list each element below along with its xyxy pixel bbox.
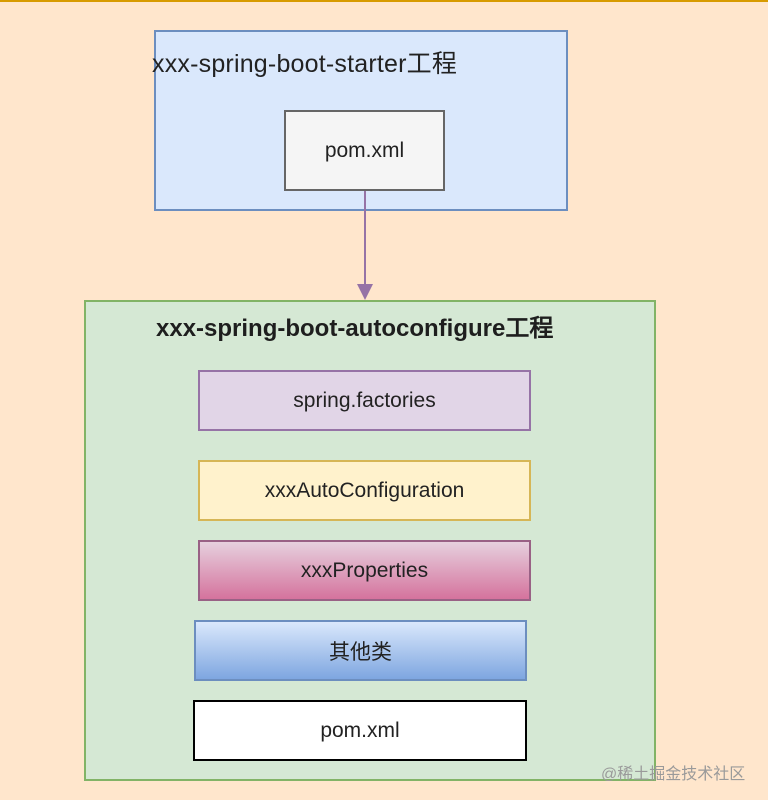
watermark: @稀土掘金技术社区 (601, 766, 746, 783)
spring-factories-label: spring.factories (293, 388, 436, 412)
autoconfigure-project-title: xxx-spring-boot-autoconfigure工程 (156, 315, 554, 342)
other-classes-node[interactable]: 其他类 (194, 620, 527, 681)
starter-pom-label: pom.xml (324, 138, 405, 162)
properties-label: xxxProperties (300, 558, 429, 582)
starter-project-title: xxx-spring-boot-starter工程 (152, 50, 458, 78)
autoconfigure-pom-label: pom.xml (320, 718, 400, 742)
properties-node[interactable]: xxxProperties (198, 540, 531, 601)
auto-configuration-label: xxxAutoConfiguration (264, 478, 465, 502)
starter-pom-node[interactable]: pom.xml (284, 110, 445, 191)
spring-factories-node[interactable]: spring.factories (198, 370, 531, 431)
autoconfigure-pom-node[interactable]: pom.xml (193, 700, 527, 761)
top-border (0, 0, 768, 2)
other-classes-label: 其他类 (329, 640, 392, 664)
auto-configuration-node[interactable]: xxxAutoConfiguration (198, 460, 531, 521)
dependency-edge (364, 191, 366, 291)
arrow-down-icon (357, 284, 373, 300)
